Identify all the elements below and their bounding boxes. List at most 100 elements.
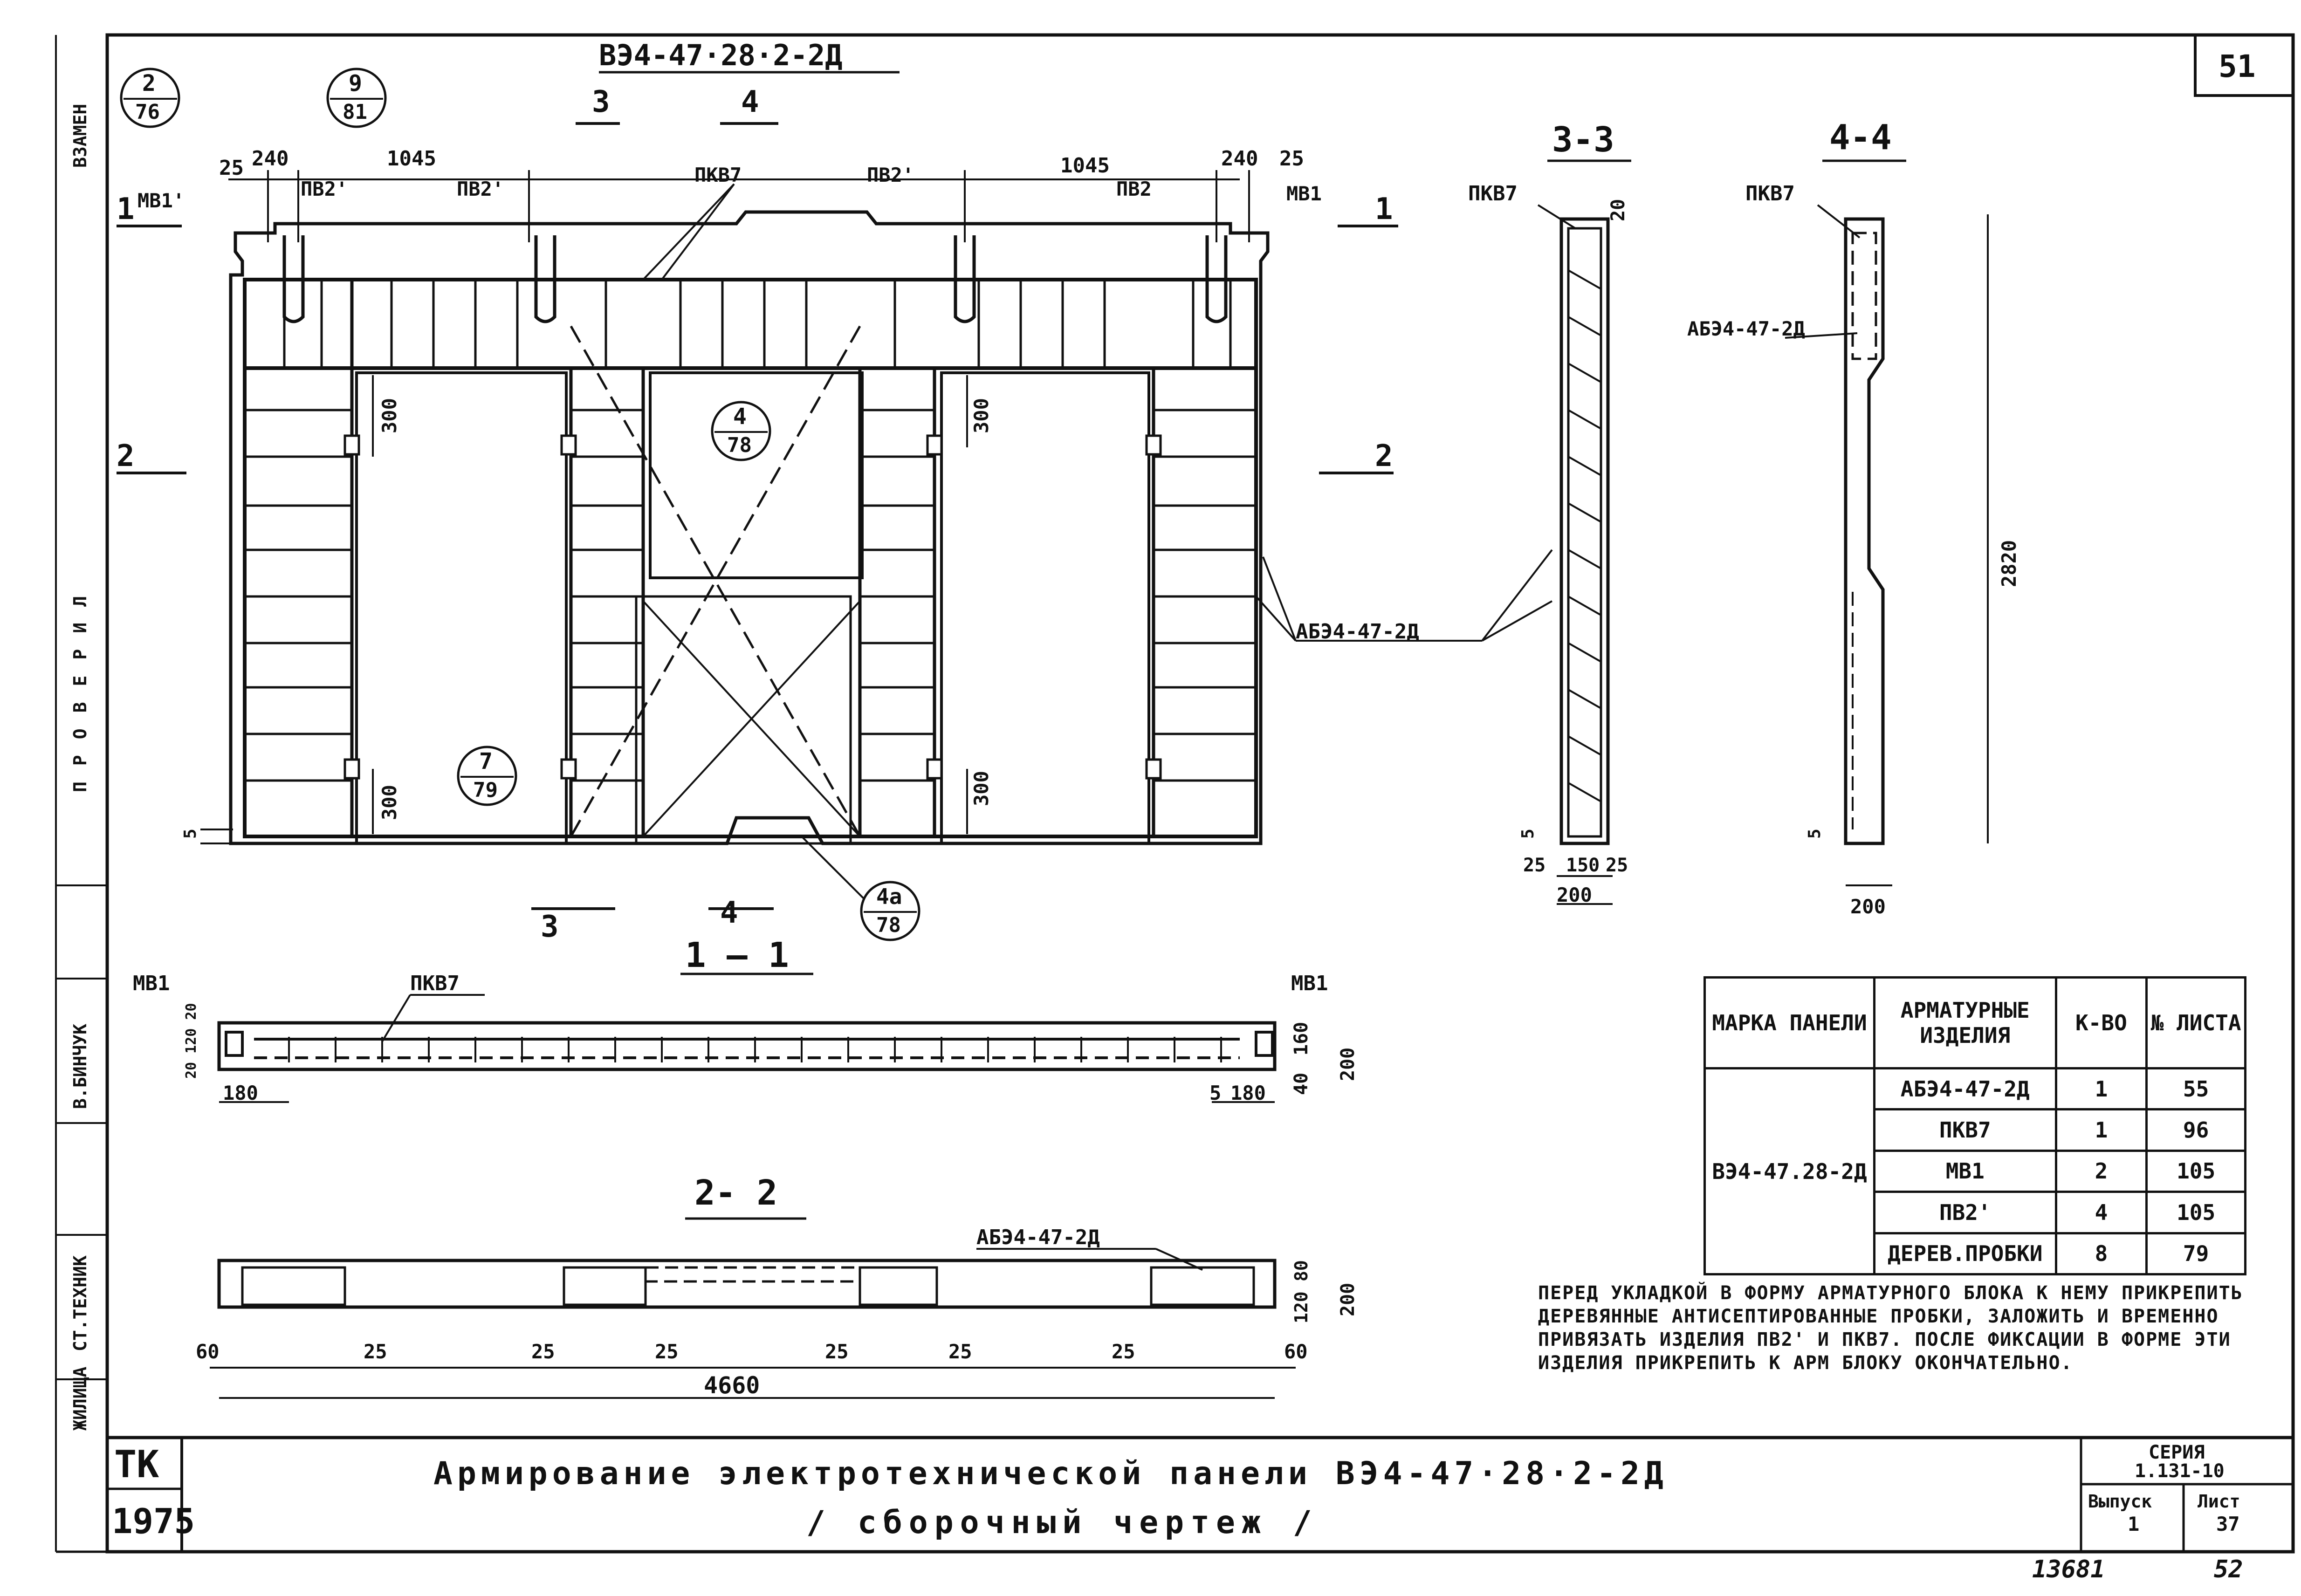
dim-20-120-20: 20 120 20 [183, 1003, 199, 1079]
qty-cell: 2 [2054, 1149, 2148, 1193]
sheet-number: 51 [2219, 48, 2255, 84]
stamp-org: ТК [114, 1443, 159, 1486]
dim-5-33: 5 [1518, 829, 1538, 839]
specification-table: МАРКА ПАНЕЛИ АРМАТУРНЫЕ ИЗДЕЛИЯ К-ВО № Л… [1703, 976, 2246, 1276]
label-pv2p-c: ПВ2' [867, 164, 914, 186]
label-pkv7-44: ПКВ7 [1745, 182, 1795, 205]
sidebar-label-2: В.БИНЧУК [70, 1023, 90, 1109]
dim-5-elev: 5 [181, 829, 200, 839]
dim-240-right: 240 [1221, 147, 1258, 171]
sheet-cell: 79 [2145, 1232, 2246, 1276]
cut-3-bottom: 3 [541, 910, 559, 944]
dim-60-right: 60 [1284, 1340, 1308, 1363]
dim-25-22-a: 25 [364, 1340, 387, 1363]
col-panel-mark: МАРКА ПАНЕЛИ [1703, 976, 1875, 1069]
dim-300-a: 300 [378, 398, 401, 433]
dim-4660: 4660 [704, 1372, 760, 1399]
callout-2-76: 2 76 [120, 68, 180, 128]
qty-cell: 1 [2054, 1067, 2148, 1111]
callout-4-78: 4 78 [711, 401, 771, 461]
sidebar-label-3: СТ.ТЕХНИК [70, 1255, 90, 1351]
dim-60-left: 60 [196, 1340, 220, 1363]
label-mb1-11-left: МВ1 [133, 972, 170, 995]
sheet-value: 37 [2216, 1513, 2240, 1535]
dim-40-11: 40 [1291, 1073, 1312, 1095]
dim-200-44: 200 [1850, 895, 1886, 918]
section-1-1 [217, 1021, 1277, 1103]
dim-150-33: 150 [1566, 855, 1600, 876]
sheet-cell: 105 [2145, 1149, 2246, 1193]
svg-text:79: 79 [473, 778, 498, 802]
drawing-title-line1: Армирование электротехнической панели ВЭ… [433, 1455, 1668, 1492]
dim-25-33-left: 25 [1523, 855, 1545, 876]
sidebar-label-0: ВЗАМЕН [70, 103, 90, 168]
section-2-2 [210, 1259, 1296, 1399]
handwritten-right: 52 [2214, 1555, 2243, 1583]
table-row: ВЭ4-47.28-2Д АБЭ4-47-2Д 1 55 [1703, 1067, 2246, 1275]
callout-4a-78: 4а 78 [801, 836, 920, 941]
elevation-title: ВЭ4-47·28·2-2Д [599, 38, 843, 72]
dim-25-22-d: 25 [825, 1340, 849, 1363]
label-pv2p-a: ПВ2' [301, 178, 348, 200]
dim-240-left: 240 [252, 147, 288, 171]
section-2-2-title: 2- 2 [694, 1173, 777, 1213]
section-3-3-title: 3-3 [1552, 120, 1614, 160]
dim-5-11: 5 [1209, 1082, 1221, 1104]
sidebar-label-4: ЖИЛИЩА [70, 1366, 90, 1431]
stamp-year: 1975 [112, 1501, 195, 1541]
dim-300-c: 300 [378, 785, 401, 820]
assembly-note: ПЕРЕД УКЛАДКОЙ В ФОРМУ АРМАТУРНОГО БЛОКА… [1538, 1282, 2243, 1374]
panel-mark-cell: ВЭ4-47.28-2Д [1703, 1067, 1875, 1275]
callout-9-81: 9 81 [326, 68, 387, 128]
sheet-cell: 105 [2145, 1191, 2246, 1234]
dim-25-22-b: 25 [531, 1340, 555, 1363]
label-ab-elev: АБЭ4-47-2Д [1296, 620, 1419, 644]
dim-1045-left: 1045 [387, 147, 436, 171]
svg-text:76: 76 [135, 100, 160, 124]
svg-text:4: 4 [733, 404, 747, 430]
dim-25-right: 25 [1279, 147, 1304, 171]
label-ab-44: АБЭ4-47-2Д [1687, 317, 1805, 340]
section-4-4 [1844, 214, 1989, 886]
svg-text:81: 81 [343, 100, 367, 124]
drawing-title-line2: / сборочный чертеж / [806, 1504, 1319, 1541]
cut-4-top: 4 [741, 85, 759, 119]
label-pv2p-b: ПВ2' [457, 178, 504, 200]
dim-2820: 2820 [1998, 540, 2020, 587]
table-row: ПВ2' 4 105 [1705, 1191, 2246, 1234]
svg-text:7: 7 [479, 748, 493, 774]
dim-25-22-f: 25 [1112, 1340, 1135, 1363]
dim-25-22-c: 25 [655, 1340, 679, 1363]
label-mb1p: МВ1' [137, 189, 185, 212]
item-cell: ПВ2' [1873, 1191, 2057, 1234]
col-items: АРМАТУРНЫЕ ИЗДЕЛИЯ [1873, 976, 2057, 1069]
cut-2-left: 2 [117, 439, 135, 473]
item-cell: ДЕРЕВ.ПРОБКИ [1873, 1232, 2057, 1276]
svg-text:78: 78 [876, 913, 901, 937]
section-1-1-title: 1 — 1 [685, 935, 789, 975]
label-pkv7-top: ПКВ7 [694, 164, 742, 186]
svg-text:4а: 4а [876, 884, 902, 909]
label-ab-22: АБЭ4-47-2Д [976, 1226, 1100, 1249]
item-cell: ПКВ7 [1873, 1108, 2057, 1152]
dim-200-22: 200 [1337, 1283, 1359, 1316]
item-cell: МВ1 [1873, 1149, 2057, 1193]
dim-80-22: 80 [1291, 1260, 1312, 1281]
section-4-4-title: 4-4 [1829, 117, 1892, 158]
label-pkv7-11: ПКВ7 [410, 972, 460, 995]
dim-180-right: 180 [1230, 1082, 1266, 1104]
section-3-3 [1557, 217, 1613, 905]
col-qty: К-ВО [2054, 976, 2148, 1069]
sheet-frame [55, 33, 2295, 1554]
callout-7-79: 7 79 [457, 746, 517, 806]
col-sheet: № ЛИСТА [2145, 976, 2246, 1069]
label-pv2: ПВ2 [1116, 178, 1152, 200]
dim-180-left: 180 [223, 1082, 258, 1104]
cut-2-right: 2 [1375, 439, 1393, 473]
cut-1-left: 1 [117, 192, 135, 226]
label-mb1-top: МВ1 [1286, 182, 1322, 205]
sheet-label: Лист [2198, 1491, 2240, 1512]
dim-300-b: 300 [970, 398, 993, 433]
dim-300-d: 300 [970, 771, 993, 806]
